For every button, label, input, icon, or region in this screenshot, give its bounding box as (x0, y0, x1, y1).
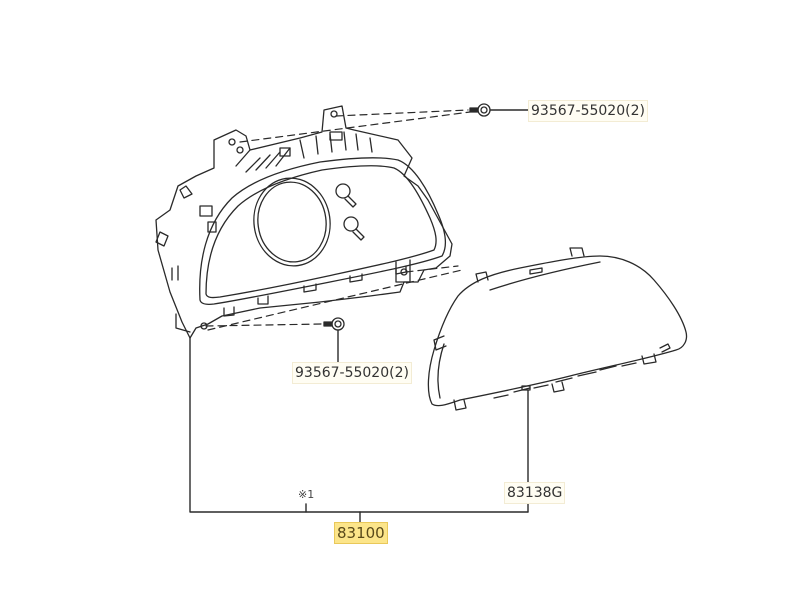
screw-upper-icon (469, 103, 491, 117)
leader-lines (189, 109, 529, 523)
part-label-screw-upper[interactable]: 93567-55020(2) (528, 100, 648, 122)
screw-lower-icon (323, 317, 345, 331)
part-label-screw-lower[interactable]: 93567-55020(2) (292, 362, 412, 384)
part-label-glass[interactable]: 83138G (504, 482, 566, 504)
meter-glass-icon (427, 247, 688, 411)
meter-housing-icon (155, 105, 453, 339)
assembly-guide-lines (205, 109, 471, 331)
note-marker: ※1 (298, 488, 315, 501)
part-label-meter-assembly[interactable]: 83100 (334, 522, 388, 544)
